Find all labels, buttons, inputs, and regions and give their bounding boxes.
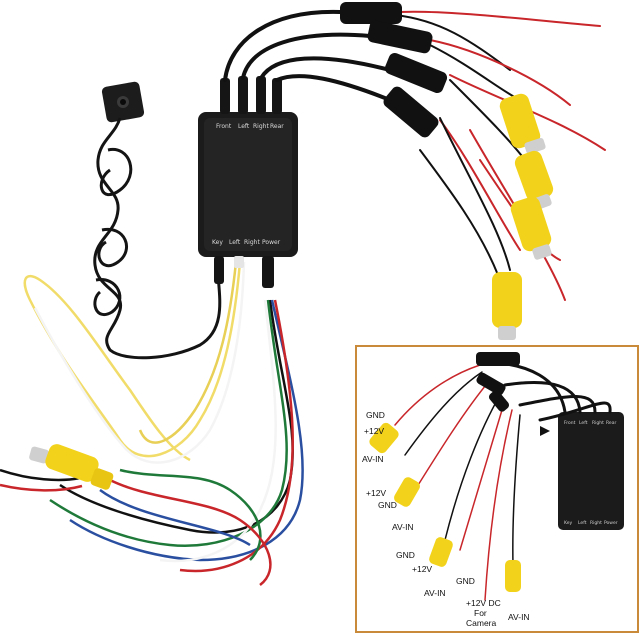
pinhole-camera [101,81,145,123]
inset-box-label-power: Power [604,520,618,526]
box-label-left: Left [238,123,250,130]
box-label-left-bottom: Left [229,239,241,246]
callout-12v-2: +12V [366,488,386,498]
inset-box-label-left: Left [579,420,588,426]
inline-connectors [340,2,448,138]
callout-12v-1: +12V [364,426,384,436]
box-label-rear: Rear [270,123,284,130]
callout-gnd-2: GND [378,500,397,510]
box-top-connectors [220,76,282,114]
callout-avin-1: AV-IN [362,454,384,464]
power-wire-bundle [0,299,304,586]
inset-box-label-key: Key [564,520,572,526]
box-label-key: Key [212,239,223,246]
inset-box-label-left-bottom: Left [578,520,587,526]
callout-dc-line2: For [474,608,487,618]
inset-box-label-rear: Rear [606,420,616,426]
callout-avin-3: AV-IN [424,588,446,598]
yellow-white-wires [23,261,246,464]
box-label-right-bottom: Right [244,239,260,246]
callout-dc-line1: +12V DC [466,598,501,608]
wiring-diagram-inset: Front Left Right Rear Key Left Right Pow… [355,345,639,633]
callout-avin-4: AV-IN [508,612,530,622]
inset-box-label-right-bottom: Right [590,520,602,526]
rca-connectors-right [492,93,554,340]
camera-cable [93,117,222,360]
callout-gnd-3: GND [396,550,415,560]
box-label-power: Power [262,239,281,246]
callout-gnd-4: GND [456,576,475,586]
callout-12v-3: +12V [412,564,432,574]
inset-box-label-right: Right [592,420,604,426]
main-control-box: Front Left Right Rear Key Left Right Pow… [198,112,298,257]
arrow-right-icon [540,426,550,436]
callout-dc-line3: Camera [466,618,497,628]
callout-gnd-1: GND [366,410,385,420]
box-label-right: Right [253,123,269,130]
inset-box-label-front: Front [564,420,576,426]
box-bottom-connectors [214,256,274,288]
callout-avin-2: AV-IN [392,522,414,532]
rca-plug-lower-left [29,444,114,490]
box-label-front: Front [216,123,232,130]
